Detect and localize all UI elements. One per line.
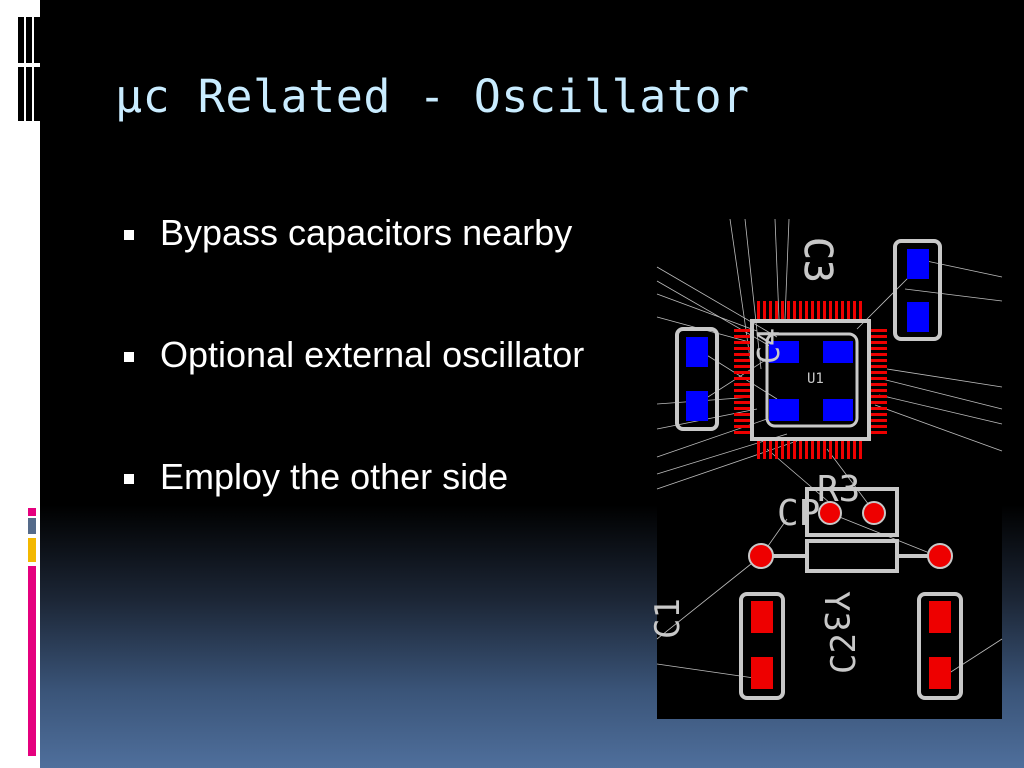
label-y3: Y3 (816, 591, 856, 632)
label-r3: R3 (817, 469, 860, 510)
y3-footprint (748, 539, 953, 573)
accent-bar-yellow (28, 538, 36, 562)
label-c2: C2 (824, 633, 864, 674)
u1-outline (750, 319, 871, 441)
accent-bar-gray (28, 518, 36, 534)
c1-footprint (739, 592, 785, 700)
square-bullet-icon (124, 230, 134, 240)
r3-footprint (805, 487, 899, 537)
slide-title: µc Related - Oscillator (115, 70, 750, 123)
label-c1: C1 (648, 598, 688, 639)
bullet-text: Bypass capacitors nearby (160, 212, 573, 253)
label-u1: U1 (807, 371, 824, 387)
left-decor-strip (0, 0, 40, 768)
c3-footprint (893, 239, 942, 341)
c2-footprint (917, 592, 963, 700)
square-bullet-icon (124, 474, 134, 484)
label-c3: C3 (796, 237, 840, 283)
left-cap-footprint (675, 327, 719, 431)
accent-bar-pink (28, 508, 36, 516)
decorative-squares (18, 17, 40, 121)
pcb-layout-image: C3 C4 U1 R3 CP Y3 C1 C2 (648, 218, 1003, 719)
qfp-pins (734, 301, 887, 459)
bullet-text: Optional external oscillator (160, 334, 585, 375)
c4-footprint (765, 332, 859, 428)
ratsnest-lines (656, 218, 1003, 680)
label-c4: C4 (752, 328, 787, 364)
square-bullet-icon (124, 352, 134, 362)
accent-bar-pink-long (28, 566, 36, 756)
label-cp: CP (777, 493, 820, 534)
bullet-text: Employ the other side (160, 456, 509, 497)
